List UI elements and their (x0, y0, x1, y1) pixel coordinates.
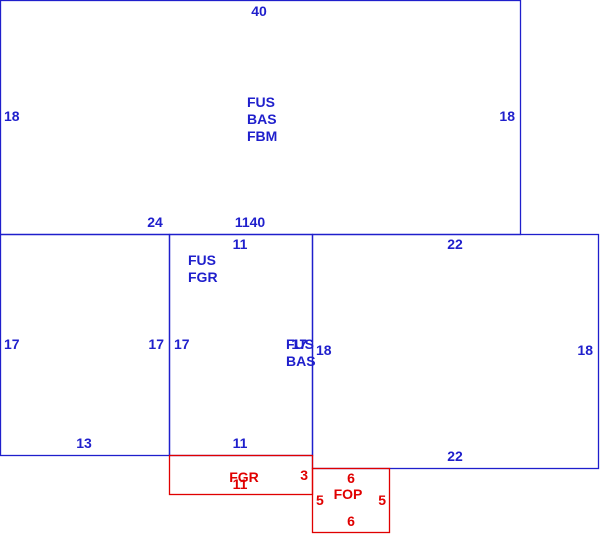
porch-dim-right: 5 (378, 492, 386, 508)
garage-dim-right: 17 (291, 336, 307, 352)
fgr-strip-code: FGR (229, 469, 259, 485)
left-wing-outline (0, 233, 171, 457)
porch-dim-top: 6 (347, 470, 355, 486)
right-wing-dim-left: 18 (316, 342, 332, 358)
right-wing-outline (311, 233, 600, 470)
top-dim-left: 18 (4, 108, 20, 124)
garage-dim-bottom: 11 (233, 435, 248, 451)
top-code-3: FBM (247, 128, 277, 144)
porch-dim-left: 5 (316, 492, 324, 508)
porch-code: FOP (334, 486, 363, 502)
right-wing-code-1: FUS (286, 336, 314, 352)
top-dim-right: 18 (499, 108, 515, 124)
left-wing-dim-left: 17 (4, 336, 20, 352)
top-dim-top: 40 (251, 3, 267, 19)
left-wing-dim-bottom: 13 (76, 435, 92, 451)
right-wing-dim-top: 22 (447, 236, 463, 252)
top-dim-bottom-mid: 1140 (235, 214, 266, 230)
top-dim-bottom-left: 24 (147, 214, 163, 230)
top-code-2: BAS (247, 111, 277, 127)
right-wing-dim-bottom: 22 (447, 448, 463, 464)
garage-code-1: FUS (188, 252, 216, 268)
left-wing-dim-right: 17 (148, 336, 164, 352)
garage-dim-left: 17 (174, 336, 190, 352)
fgr-strip-dim-bottom: 11 (233, 476, 248, 492)
porch-dim-bottom: 6 (347, 513, 355, 529)
top-code-1: FUS (247, 94, 275, 110)
right-wing-dim-right: 18 (577, 342, 593, 358)
right-wing-code-2: BAS (286, 353, 316, 369)
garage-code-2: FGR (188, 269, 218, 285)
porch-outline (311, 467, 391, 534)
garage-dim-top: 11 (233, 236, 248, 252)
fgr-strip-dim-right: 3 (300, 467, 308, 483)
